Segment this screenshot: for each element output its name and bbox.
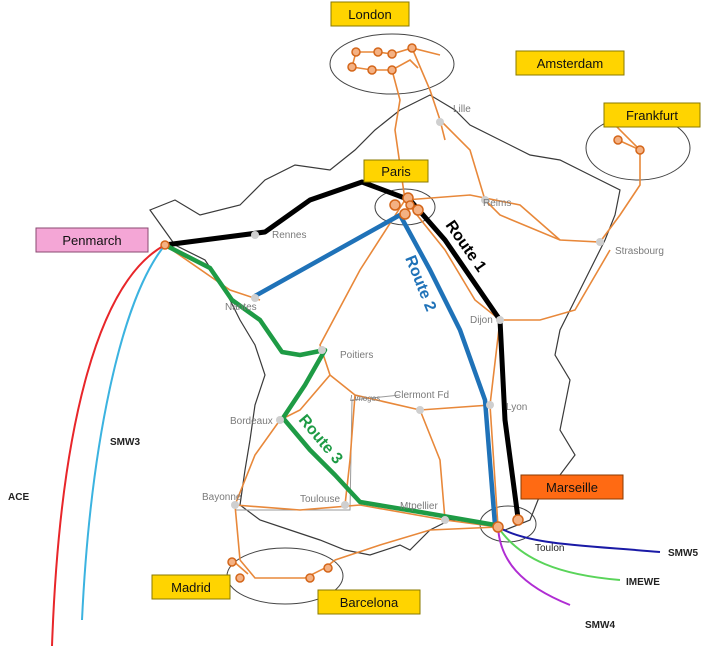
rennes-label: Rennes [272,230,306,241]
svg-text:Madrid: Madrid [171,580,211,595]
network-nodes [160,43,645,583]
penmarch-node [160,240,170,250]
barcelona-node [323,563,333,573]
london-label: London [330,1,410,27]
smw5-cable [497,526,661,553]
ace-label: ACE [8,492,29,503]
barcelona-node [305,573,315,583]
route-2-line [253,212,498,526]
london-node [407,43,417,53]
smw5-label: SMW5 [668,548,698,559]
limoges-label: Limoges [350,394,380,403]
city-dots [231,118,604,524]
marseille-label: Marseille [520,474,624,500]
smw3-cable [81,244,166,621]
london-hub-ellipse [329,33,455,95]
svg-text:Barcelona: Barcelona [340,595,399,610]
madrid-label: Madrid [151,574,231,600]
london-node [367,65,377,75]
paris-label: Paris [363,159,429,183]
imewe-cable [497,526,621,581]
lyon-label: Lyon [506,402,527,413]
smw3-label: SMW3 [110,437,140,448]
paris-node [389,199,401,211]
reims-label: Reims [483,198,511,209]
marseille-node [492,521,504,533]
toulouse-label: Toulouse [300,494,340,505]
penmarch-label: Penmarch [35,227,149,253]
marseille-node [512,514,524,526]
strasbourg-label: Strasbourg [615,246,664,257]
svg-text:Paris: Paris [381,164,411,179]
smw4-cable [497,526,571,606]
route-2-label: Route 2 [401,253,439,314]
london-node [373,47,383,57]
route-3-line [163,242,496,528]
madrid-node [235,573,245,583]
svg-text:Frankfurt: Frankfurt [626,108,678,123]
toulon-label: Toulon [535,543,564,554]
montpellier-label: Mtpellier [400,501,438,512]
internal-border [235,394,401,511]
barcelona-label: Barcelona [317,589,421,615]
ace-cable [51,244,166,646]
frankfurt-label: Frankfurt [603,102,701,128]
london-node [387,49,397,59]
paris-node [405,200,415,210]
clermont-label: Clermont Fd [394,390,449,401]
london-node [351,47,361,57]
dijon-label: Dijon [470,315,493,326]
london-node [387,65,397,75]
nantes-label: Nantes [225,302,257,313]
svg-text:Marseille: Marseille [546,480,598,495]
svg-text:Amsterdam: Amsterdam [537,56,603,71]
paris-node [412,204,424,216]
bordeaux-label: Bordeaux [230,416,273,427]
backbone-network [164,47,641,579]
bayonne-label: Bayonne [202,492,242,503]
london-node [347,62,357,72]
frankfurt-node [635,145,645,155]
imewe-label: IMEWE [626,577,660,588]
svg-text:London: London [348,7,391,22]
poitiers-label: Poitiers [340,350,373,361]
madrid-node [227,557,237,567]
svg-text:Penmarch: Penmarch [62,233,121,248]
amsterdam-label: Amsterdam [515,50,625,76]
lille-label: Lille [453,104,471,115]
france-border [149,94,621,556]
paris-node [399,208,411,220]
smw4-label: SMW4 [585,620,615,631]
frankfurt-node [613,135,623,145]
